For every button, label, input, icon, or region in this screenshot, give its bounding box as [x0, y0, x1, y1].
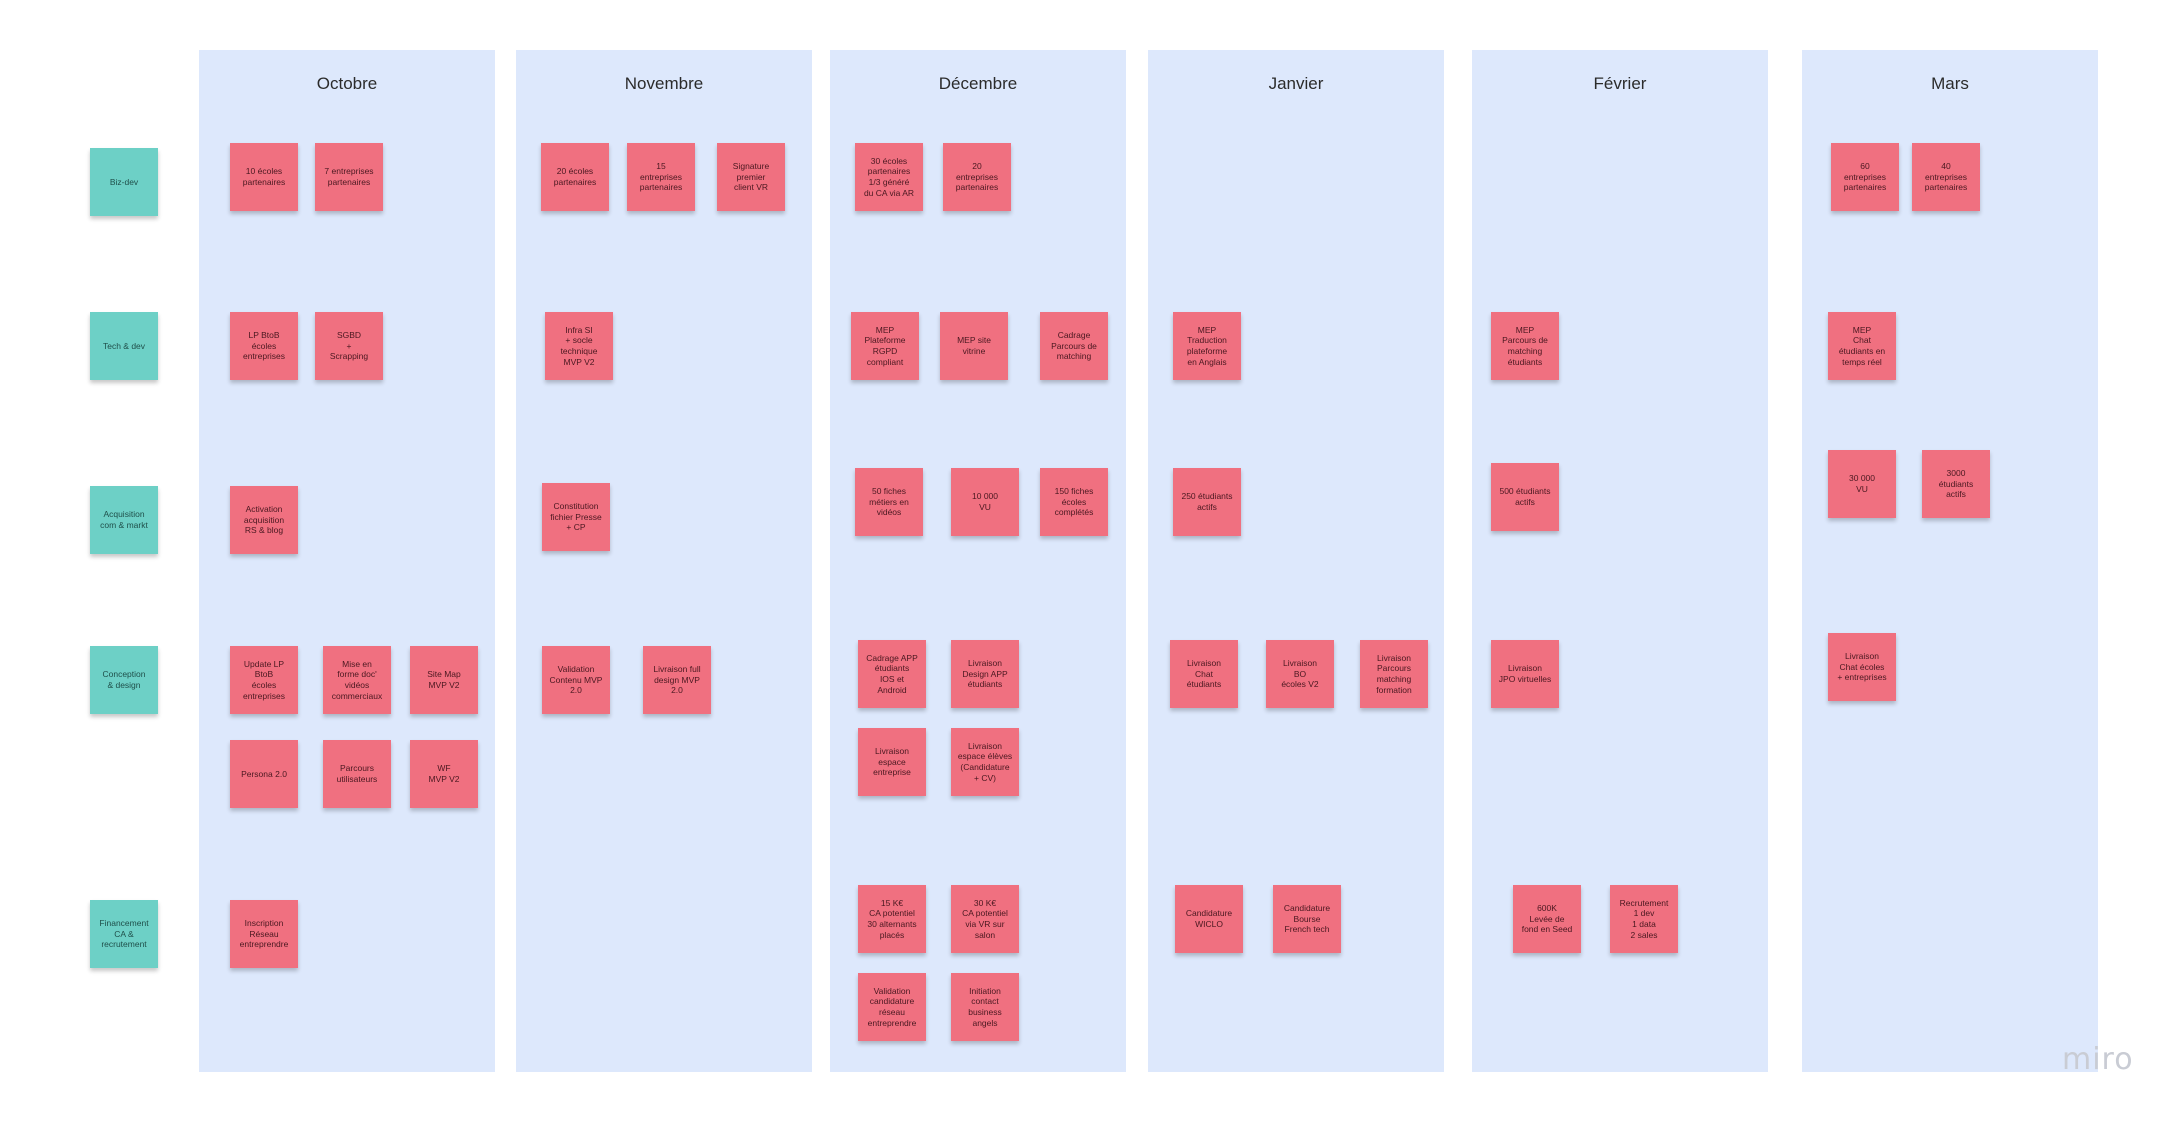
- row-label-acquisition[interactable]: Acquisition com & markt: [90, 486, 158, 554]
- sticky-note[interactable]: 500 étudiants actifs: [1491, 463, 1559, 531]
- month-column-novembre: Novembre: [516, 50, 812, 1072]
- sticky-note[interactable]: 30 000 VU: [1828, 450, 1896, 518]
- sticky-note[interactable]: MEP Parcours de matching étudiants: [1491, 312, 1559, 380]
- row-label-conception[interactable]: Conception & design: [90, 646, 158, 714]
- sticky-note[interactable]: MEP Chat étudiants en temps réel: [1828, 312, 1896, 380]
- sticky-note[interactable]: 60 entreprises partenaires: [1831, 143, 1899, 211]
- sticky-note[interactable]: Update LP BtoB écoles entreprises: [230, 646, 298, 714]
- sticky-note[interactable]: Livraison Chat étudiants: [1170, 640, 1238, 708]
- sticky-note[interactable]: Site Map MVP V2: [410, 646, 478, 714]
- sticky-note[interactable]: Signature premier client VR: [717, 143, 785, 211]
- sticky-note[interactable]: 10 écoles partenaires: [230, 143, 298, 211]
- sticky-note[interactable]: 250 étudiants actifs: [1173, 468, 1241, 536]
- sticky-note[interactable]: Livraison espace entreprise: [858, 728, 926, 796]
- sticky-note[interactable]: Recrutement 1 dev 1 data 2 sales: [1610, 885, 1678, 953]
- sticky-note[interactable]: 15 entreprises partenaires: [627, 143, 695, 211]
- sticky-note[interactable]: Livraison JPO virtuelles: [1491, 640, 1559, 708]
- sticky-note[interactable]: 50 fiches métiers en vidéos: [855, 468, 923, 536]
- sticky-note[interactable]: Parcours utilisateurs: [323, 740, 391, 808]
- sticky-note[interactable]: 40 entreprises partenaires: [1912, 143, 1980, 211]
- miro-logo: miro: [2062, 1042, 2134, 1077]
- row-label-biz-dev[interactable]: Biz-dev: [90, 148, 158, 216]
- sticky-note[interactable]: Candidature Bourse French tech: [1273, 885, 1341, 953]
- sticky-note[interactable]: Livraison BO écoles V2: [1266, 640, 1334, 708]
- sticky-note[interactable]: LP BtoB écoles entreprises: [230, 312, 298, 380]
- month-title: Février: [1593, 74, 1647, 93]
- sticky-note[interactable]: Infra SI + socle technique MVP V2: [545, 312, 613, 380]
- month-title: Novembre: [624, 74, 704, 93]
- sticky-note[interactable]: 20 entreprises partenaires: [943, 143, 1011, 211]
- sticky-note[interactable]: 150 fiches écoles complétés: [1040, 468, 1108, 536]
- sticky-note[interactable]: Persona 2.0: [230, 740, 298, 808]
- sticky-note[interactable]: Initiation contact business angels: [951, 973, 1019, 1041]
- sticky-note[interactable]: MEP Traduction plateforme en Anglais: [1173, 312, 1241, 380]
- sticky-note[interactable]: 30 écoles partenaires 1/3 généré du CA v…: [855, 143, 923, 211]
- sticky-note[interactable]: Mise en forme doc' vidéos commerciaux: [323, 646, 391, 714]
- sticky-note[interactable]: Validation Contenu MVP 2.0: [542, 646, 610, 714]
- row-label-financement[interactable]: Financement CA & recrutement: [90, 900, 158, 968]
- sticky-note[interactable]: Cadrage Parcours de matching: [1040, 312, 1108, 380]
- sticky-note[interactable]: 7 entreprises partenaires: [315, 143, 383, 211]
- row-label-tech-dev[interactable]: Tech & dev: [90, 312, 158, 380]
- sticky-note[interactable]: Candidature WICLO: [1175, 885, 1243, 953]
- month-title: Mars: [1931, 74, 1969, 93]
- sticky-note[interactable]: Activation acquisition RS & blog: [230, 486, 298, 554]
- sticky-note[interactable]: Livraison espace élèves (Candidature + C…: [951, 728, 1019, 796]
- sticky-note[interactable]: MEP Plateforme RGPD compliant: [851, 312, 919, 380]
- sticky-note[interactable]: Livraison Parcours matching formation: [1360, 640, 1428, 708]
- sticky-note[interactable]: 20 écoles partenaires: [541, 143, 609, 211]
- month-column-mars: Mars: [1802, 50, 2098, 1072]
- sticky-note[interactable]: Livraison full design MVP 2.0: [643, 646, 711, 714]
- sticky-note[interactable]: WF MVP V2: [410, 740, 478, 808]
- month-title: Janvier: [1268, 74, 1324, 93]
- sticky-note[interactable]: Livraison Design APP étudiants: [951, 640, 1019, 708]
- sticky-note[interactable]: Validation candidature réseau entreprend…: [858, 973, 926, 1041]
- month-title: Octobre: [316, 74, 378, 93]
- sticky-note[interactable]: 3000 étudiants actifs: [1922, 450, 1990, 518]
- sticky-note[interactable]: SGBD + Scrapping: [315, 312, 383, 380]
- sticky-note[interactable]: MEP site vitrine: [940, 312, 1008, 380]
- sticky-note[interactable]: Livraison Chat écoles + entreprises: [1828, 633, 1896, 701]
- sticky-note[interactable]: Constitution fichier Presse + CP: [542, 483, 610, 551]
- sticky-note[interactable]: Inscription Réseau entreprendre: [230, 900, 298, 968]
- sticky-note[interactable]: 600K Levée de fond en Seed: [1513, 885, 1581, 953]
- month-title: Décembre: [938, 74, 1018, 93]
- sticky-note[interactable]: 15 K€ CA potentiel 30 alternants placés: [858, 885, 926, 953]
- sticky-note[interactable]: 30 K€ CA potentiel via VR sur salon: [951, 885, 1019, 953]
- sticky-note[interactable]: 10 000 VU: [951, 468, 1019, 536]
- sticky-note[interactable]: Cadrage APP étudiants IOS et Android: [858, 640, 926, 708]
